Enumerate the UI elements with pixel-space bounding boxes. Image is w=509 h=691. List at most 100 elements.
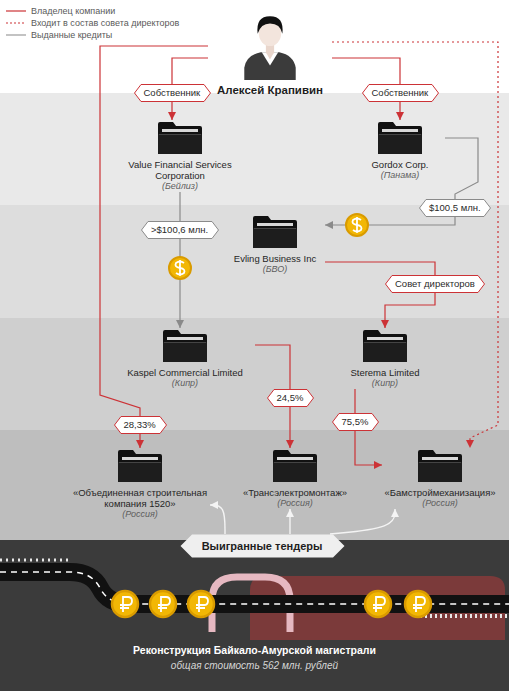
graphic-part — [379, 134, 421, 135]
edge-label-text: >$100,6 млн. — [151, 224, 208, 235]
graphic-part — [382, 129, 418, 132]
graphic-part — [257, 16, 282, 33]
legend-swatch — [6, 31, 26, 39]
illustration-subtitle: общая стоимость 562 млн. рублей — [4, 660, 505, 671]
edge-label: 75,5% — [332, 413, 379, 431]
company-box: Evling Business Inc(БВО) — [225, 214, 325, 275]
graphic-part — [363, 342, 407, 362]
owner-figure: Алексей Крапивин — [208, 8, 332, 97]
band — [0, 93, 509, 205]
company-box: Value Financial Services Corporation(Бей… — [110, 120, 250, 192]
tender-banner: Выигранные тендеры — [180, 534, 345, 558]
folder-icon — [272, 448, 318, 484]
graphic-part — [120, 597, 132, 612]
graphic-part — [162, 129, 198, 132]
graphic-part — [244, 52, 295, 80]
edge-label-text: 28,33% — [124, 419, 156, 430]
ruble-coin — [112, 591, 138, 617]
legend-swatch — [6, 19, 26, 27]
graphic-part — [122, 457, 158, 460]
node-subtitle: (Кипр) — [115, 378, 255, 389]
graphic-part — [254, 228, 296, 229]
graphic-part — [118, 450, 162, 482]
graphic-part — [346, 214, 368, 236]
graphic-part — [419, 462, 461, 463]
graphic-part — [365, 591, 391, 617]
graphic-part — [277, 457, 313, 460]
node-title: Kaspel Commercial Limited — [115, 367, 255, 378]
legend-text: Владелец компании — [31, 6, 115, 16]
folder-icon — [362, 328, 408, 364]
node-subtitle: (Кипр) — [335, 378, 435, 389]
company-box: Gordox Corp.(Панама) — [355, 120, 445, 181]
node-subtitle: (БВО) — [225, 264, 325, 275]
graphic-part — [6, 34, 26, 35]
person-icon — [240, 8, 300, 80]
node-title: Evling Business Inc — [225, 253, 325, 264]
graphic-part — [159, 134, 201, 135]
graphic-part — [418, 462, 462, 482]
graphic-part — [267, 390, 313, 407]
folder-icon — [157, 120, 203, 156]
node-title: Выигранные тендеры — [202, 539, 323, 553]
graphic-part — [418, 450, 462, 482]
folder-icon — [377, 120, 423, 156]
band — [0, 430, 509, 540]
graphic-part — [188, 591, 214, 617]
graphic-part — [163, 330, 207, 362]
graphic-part — [169, 257, 191, 279]
edge-label-text: 75,5% — [342, 416, 369, 427]
band — [0, 318, 509, 430]
ruble-coin — [188, 591, 214, 617]
legend-row: Выданные кредиты — [6, 29, 179, 41]
connector — [210, 505, 225, 534]
graphic-part — [405, 591, 431, 617]
node-subtitle: (Панама) — [355, 170, 445, 181]
node-title: Gordox Corp. — [355, 159, 445, 170]
ruble-coins — [112, 591, 431, 617]
legend-swatch — [6, 7, 26, 15]
edge-label-text: $100,5 млн. — [429, 202, 481, 213]
node-subtitle: (Россия) — [70, 509, 210, 520]
dollar-coin — [346, 214, 368, 236]
folder-icon — [417, 448, 463, 484]
graphic-part — [150, 591, 176, 617]
legend-row: Входит в состав совета директоров — [6, 17, 179, 29]
graphic-part — [367, 337, 403, 340]
company-box: «Объединенная строительная компания 1520… — [70, 448, 210, 520]
ruble-coin — [365, 591, 391, 617]
railway-track — [0, 572, 509, 604]
graphic-part — [274, 462, 316, 463]
connector — [289, 509, 290, 534]
edge-label-text: 24,5% — [277, 392, 304, 403]
graphic-part — [158, 597, 170, 612]
sleepers — [0, 559, 70, 562]
graphic-part — [362, 85, 438, 102]
graphic-part — [114, 417, 166, 434]
graphic-part — [253, 216, 297, 248]
graphic-part — [273, 462, 317, 482]
node-subtitle: (Россия) — [382, 498, 498, 509]
connector — [332, 42, 498, 448]
legend-text: Выданные кредиты — [31, 30, 112, 40]
band — [0, 0, 509, 93]
company-box: Sterema Limited(Кипр) — [335, 328, 435, 389]
graphic-part — [158, 134, 202, 154]
edge-label: 24,5% — [267, 389, 314, 407]
graphic-part — [257, 223, 293, 226]
graphic-part — [180, 535, 344, 558]
graphic-part — [253, 228, 297, 248]
edge-label: >$100,6 млн. — [141, 221, 218, 239]
node-subtitle: (Бейлиз) — [110, 181, 250, 192]
graphic-part — [413, 597, 425, 612]
node-title: Алексей Крапивин — [208, 83, 332, 97]
graphic-part — [196, 597, 208, 612]
graphic-part — [386, 276, 485, 293]
ground-band — [0, 540, 509, 691]
graphic-part — [142, 222, 219, 239]
graphic-part — [373, 597, 385, 612]
